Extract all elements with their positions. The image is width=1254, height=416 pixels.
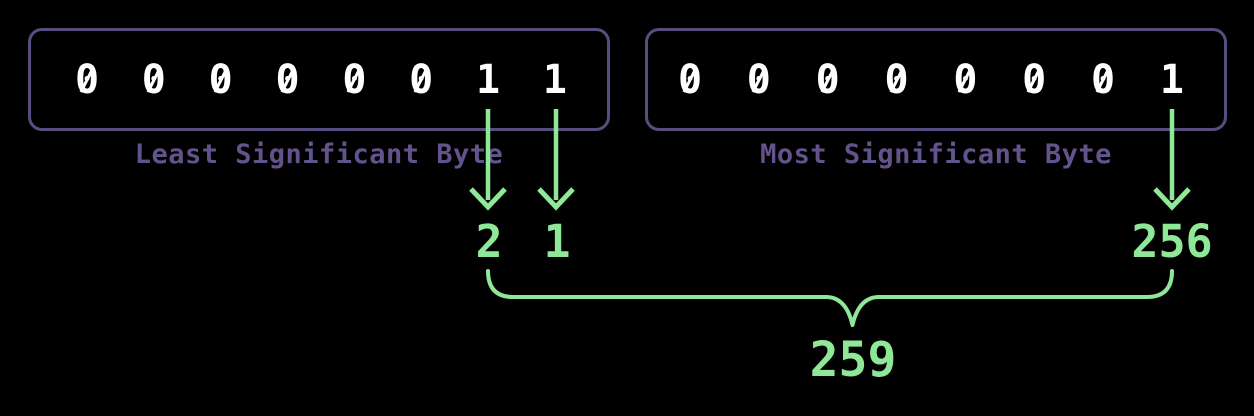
bit-digit: 0 [201, 60, 241, 100]
sum-total-value: 259 [809, 332, 897, 388]
bit-digit: 0 [945, 60, 985, 100]
bit-digit: 0 [134, 60, 174, 100]
bit-digit: 0 [670, 60, 710, 100]
place-value-2: 2 [475, 215, 503, 268]
bit-digit: 0 [877, 60, 917, 100]
place-value-1: 1 [543, 215, 571, 268]
lsb-byte-label: Least Significant Byte [134, 139, 504, 170]
bit-digit: 1 [542, 56, 567, 103]
bit-digit: 0 [268, 60, 308, 100]
bit-digit: 0 [67, 60, 107, 100]
bit-digit: 1 [1159, 56, 1184, 103]
bit-digit: 0 [401, 60, 441, 100]
place-value-256: 256 [1131, 215, 1213, 268]
bit-digit: 0 [808, 60, 848, 100]
bit-digit: 1 [476, 56, 501, 103]
sum-brace [486, 269, 1174, 327]
bit-digit: 0 [739, 60, 779, 100]
bit-digit: 0 [334, 60, 374, 100]
bit-digit: 0 [1014, 60, 1054, 100]
bit-digit: 0 [1083, 60, 1123, 100]
msb-byte-label: Most Significant Byte [760, 139, 1112, 170]
